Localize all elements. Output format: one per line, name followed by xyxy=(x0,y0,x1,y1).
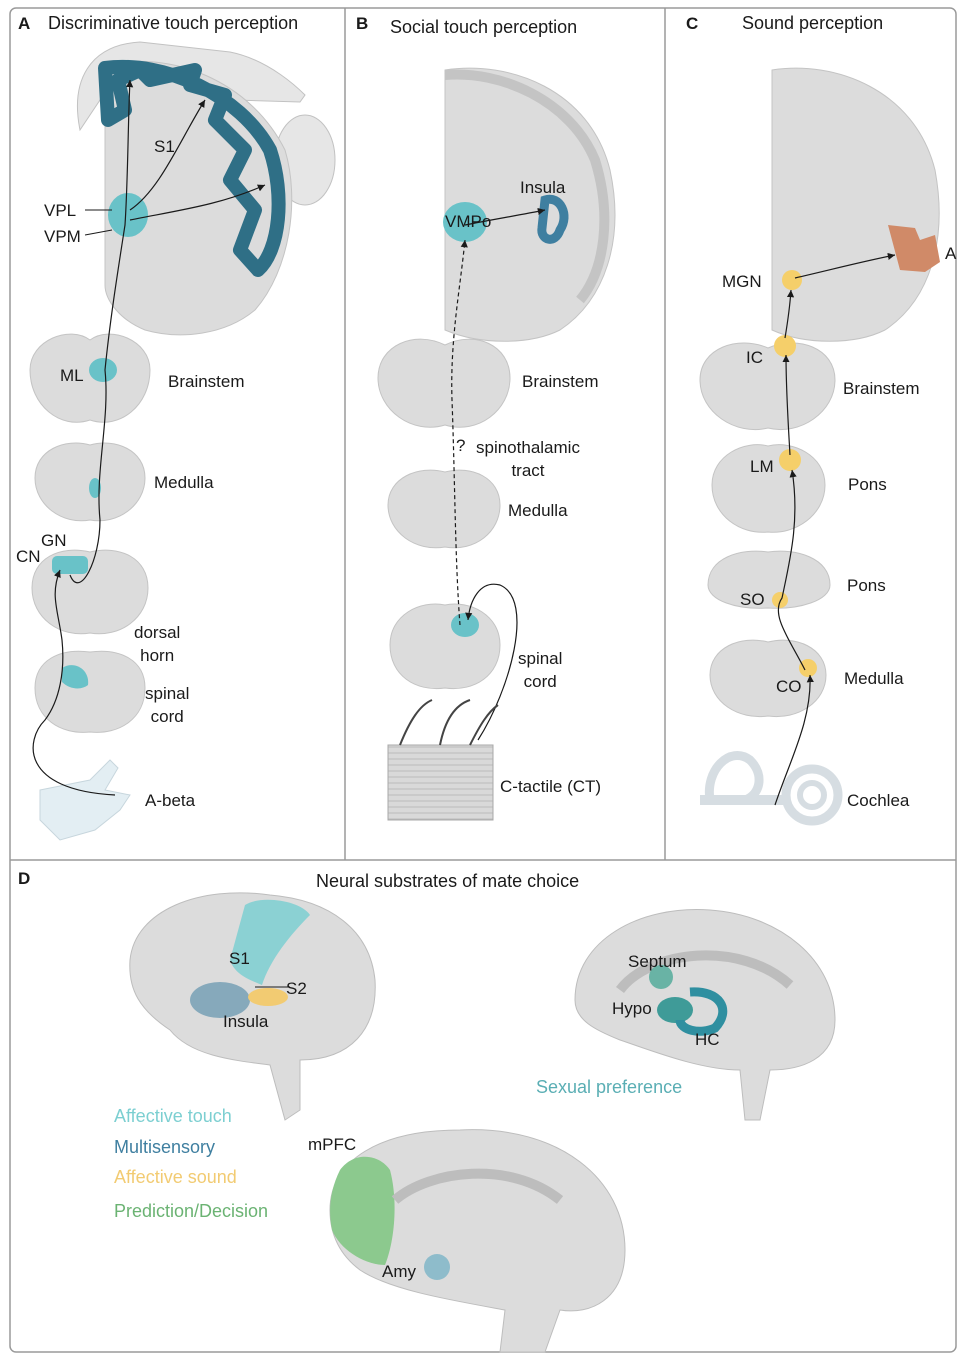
label-c-lm: LM xyxy=(750,458,774,475)
label-b-brainstem: Brainstem xyxy=(522,373,599,390)
label-a-ml: ML xyxy=(60,367,84,384)
label-a-medulla: Medulla xyxy=(154,474,214,491)
label-c-brainstem: Brainstem xyxy=(843,380,920,397)
label-d-hypo: Hypo xyxy=(612,1000,652,1017)
label-a-vpl: VPL xyxy=(44,202,76,219)
label-c-cochlea: Cochlea xyxy=(847,792,909,809)
legend-item-multisensory: Multisensory xyxy=(114,1137,215,1158)
legend-item-affective-sound: Affective sound xyxy=(114,1167,237,1188)
label-b-ct: C-tactile (CT) xyxy=(500,778,601,795)
label-b-question: ? xyxy=(456,437,465,454)
label-a-vpm: VPM xyxy=(44,228,81,245)
label-a-cn: CN xyxy=(16,548,41,565)
label-a-spinal-cord: spinal cord xyxy=(145,683,189,729)
panel-a-letter: A xyxy=(18,14,30,34)
label-c-a: A xyxy=(945,245,956,262)
label-d-s2: S2 xyxy=(286,980,307,997)
label-d-hc: HC xyxy=(695,1031,720,1048)
label-a-brainstem: Brainstem xyxy=(168,373,245,390)
label-c-pons2: Pons xyxy=(847,577,886,594)
label-a-abeta: A-beta xyxy=(145,792,195,809)
label-c-ic: IC xyxy=(746,349,763,366)
label-a-s1: S1 xyxy=(154,138,175,155)
label-c-medulla: Medulla xyxy=(844,670,904,687)
label-c-so: SO xyxy=(740,591,765,608)
label-c-co: CO xyxy=(776,678,802,695)
panel-c-letter: C xyxy=(686,14,698,34)
legend-item-prediction-decision: Prediction/Decision xyxy=(114,1201,268,1222)
label-a-dorsal-horn: dorsal horn xyxy=(134,622,180,668)
label-b-tract: spinothalamic tract xyxy=(476,437,580,483)
label-d-s1: S1 xyxy=(229,950,250,967)
label-c-pons1: Pons xyxy=(848,476,887,493)
label-d-mpfc: mPFC xyxy=(308,1136,356,1153)
label-b-insula: Insula xyxy=(520,179,565,196)
label-b-medulla: Medulla xyxy=(508,502,568,519)
legend-item-affective-touch: Affective touch xyxy=(114,1106,232,1127)
panel-d-title: Neural substrates of mate choice xyxy=(316,871,579,892)
panel-a-title: Discriminative touch perception xyxy=(48,13,298,34)
label-d-amy: Amy xyxy=(382,1263,416,1280)
label-d-insula: Insula xyxy=(223,1013,268,1030)
label-b-vmpo: VMPo xyxy=(445,213,491,230)
label-a-gn: GN xyxy=(41,532,67,549)
label-d-septum: Septum xyxy=(628,953,687,970)
panel-b-title: Social touch perception xyxy=(390,17,577,38)
label-d-sexual-preference: Sexual preference xyxy=(536,1078,682,1096)
panel-c-title: Sound perception xyxy=(742,13,883,34)
label-c-mgn: MGN xyxy=(722,273,762,290)
panel-c-art xyxy=(700,68,940,821)
panel-d-letter: D xyxy=(18,869,30,889)
panel-b-letter: B xyxy=(356,14,368,34)
label-b-spinal-cord: spinal cord xyxy=(518,648,562,694)
